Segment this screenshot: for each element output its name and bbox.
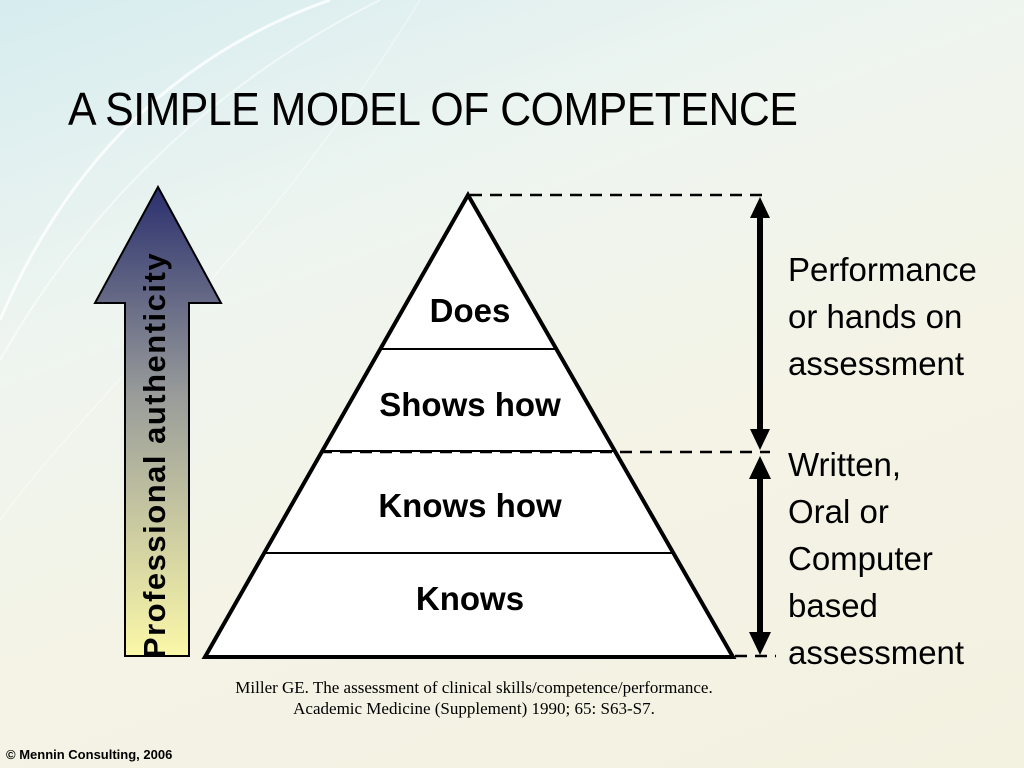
level-does: Does [429, 292, 511, 329]
citation: Miller GE. The assessment of clinical sk… [235, 678, 713, 718]
level-knows: Knows [415, 580, 525, 617]
professional-authenticity-label: Professional authenticity [137, 251, 172, 659]
written-assessment-text: Written, Oral or Computer based assessme… [788, 446, 965, 671]
written-range-arrow [749, 456, 771, 655]
pyramid-outline [201, 190, 737, 659]
level-shows-how: Shows how [379, 386, 561, 423]
copyright-notice: © Mennin Consulting, 2006 [6, 747, 173, 762]
performance-range-arrow [750, 197, 770, 450]
authenticity-arrow [93, 184, 223, 657]
slide-title: A SIMPLE MODEL OF COMPETENCE [68, 83, 798, 135]
level-knows-how: Knows how [378, 487, 562, 524]
performance-assessment-text: Performance or hands on assessment [788, 251, 977, 382]
